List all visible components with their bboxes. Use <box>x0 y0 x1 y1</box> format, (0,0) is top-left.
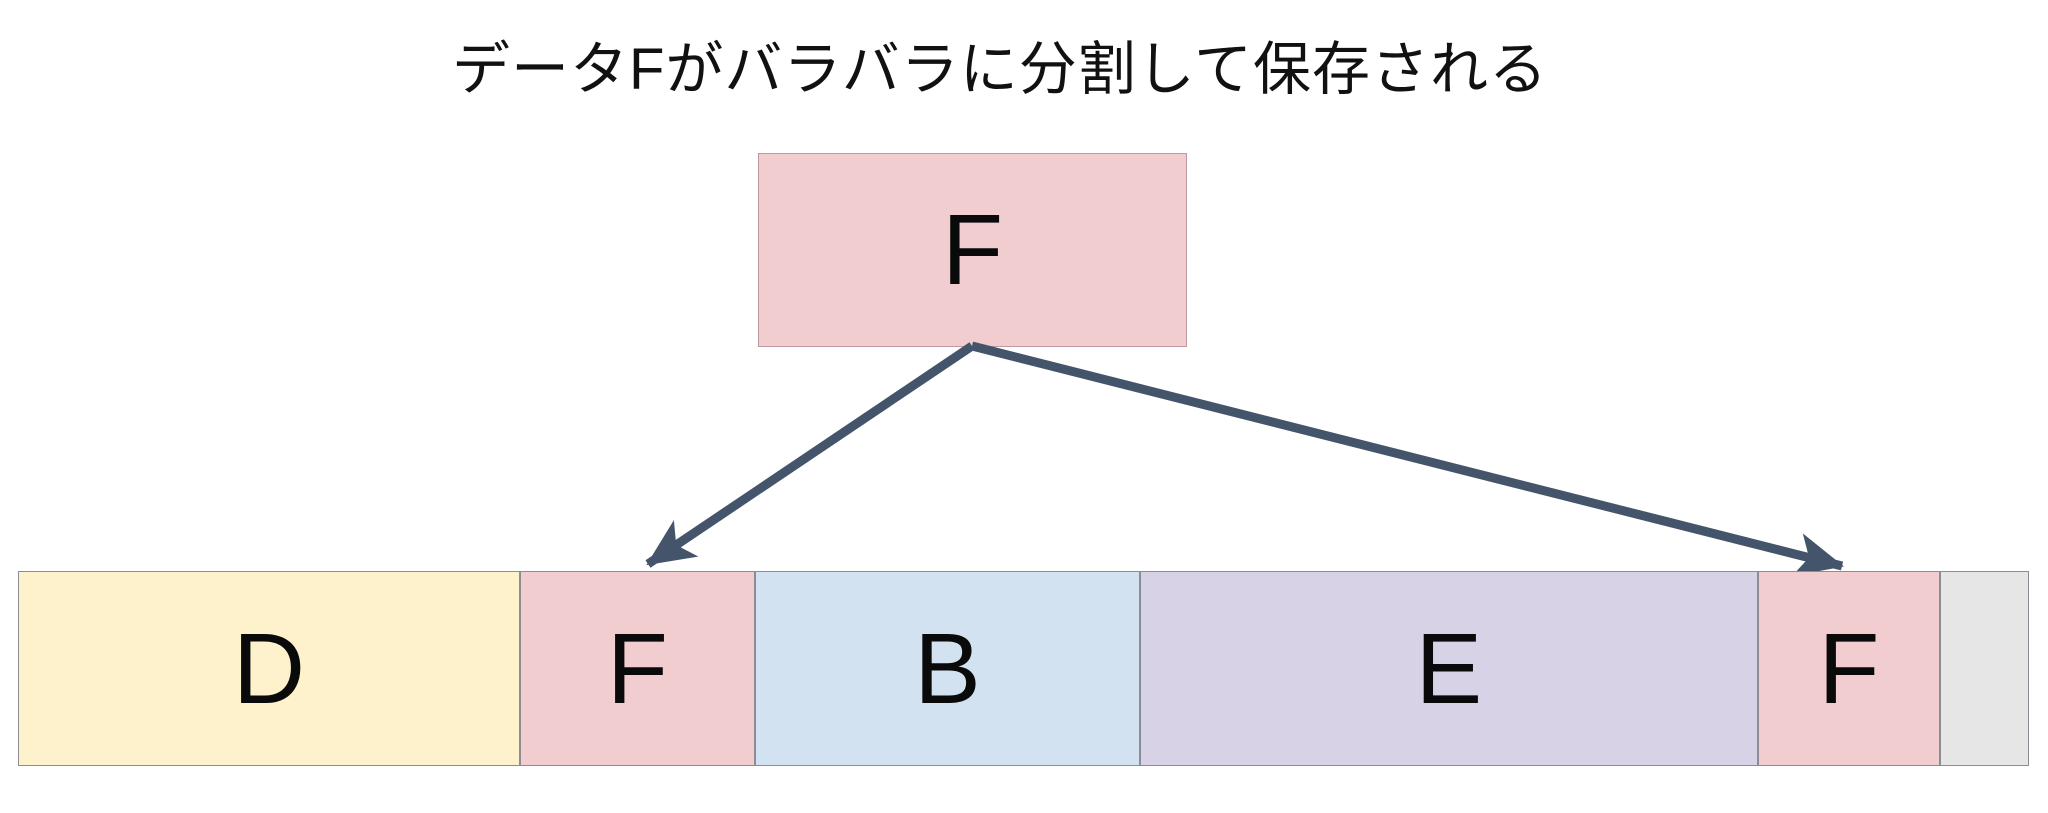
storage-segment-free <box>1939 571 2029 766</box>
arrow-to-left-f-icon <box>645 342 975 568</box>
storage-segment-f-1: F <box>519 571 756 766</box>
storage-segment-d-0: D <box>18 571 520 766</box>
storage-segment-e-3: E <box>1139 571 1758 766</box>
storage-segment-b-2: B <box>755 571 1140 766</box>
source-box: F <box>758 153 1187 347</box>
storage-segment-label: F <box>606 612 669 725</box>
storage-segment-label: B <box>914 612 981 725</box>
storage-segment-f-4: F <box>1757 571 1940 766</box>
diagram-title: データFがバラバラに分割して保存される <box>451 37 1549 102</box>
storage-segment-label: F <box>1818 612 1880 725</box>
source-box-label: F <box>941 194 1004 306</box>
storage-segment-label: D <box>232 612 306 725</box>
storage-segment-label: E <box>1415 612 1483 725</box>
arrow-to-right-f-icon <box>970 341 1844 577</box>
